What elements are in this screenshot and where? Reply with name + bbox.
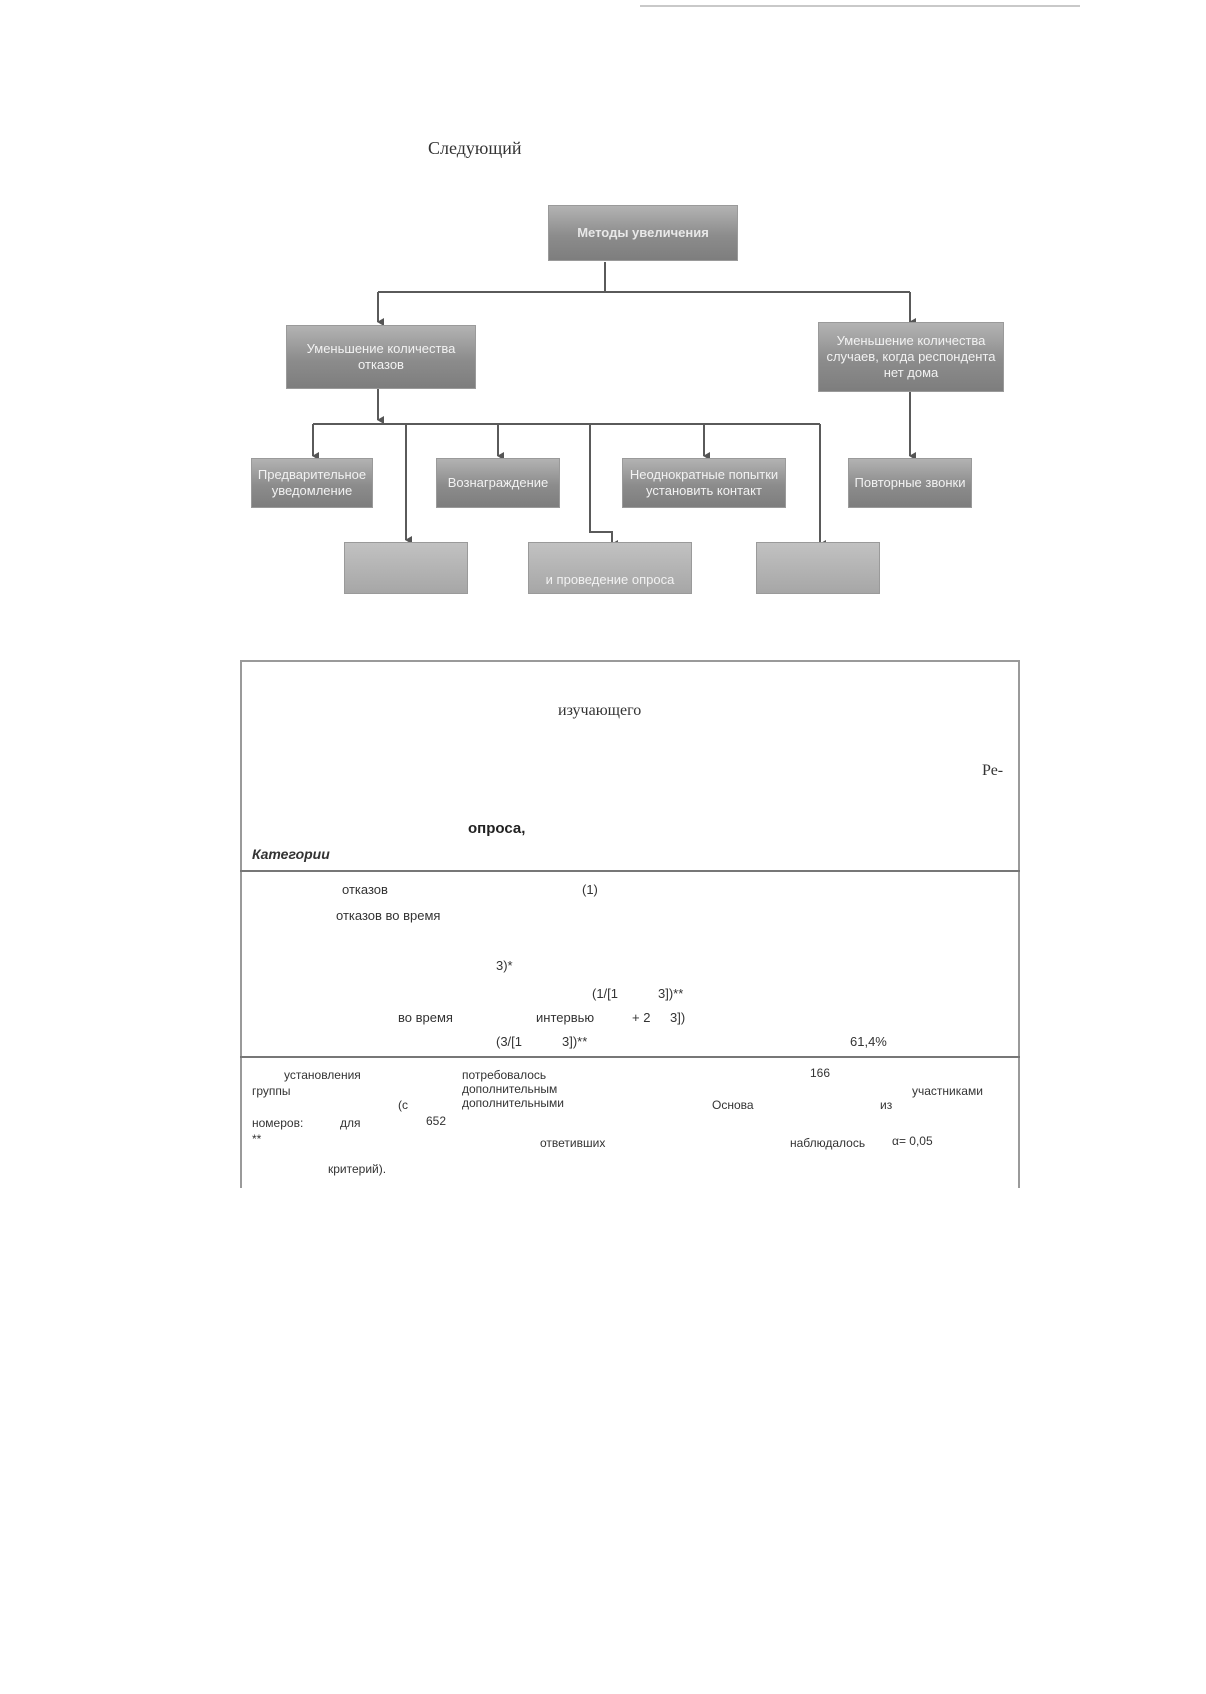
box-row2-left bbox=[344, 542, 468, 594]
note-text-9: Основа bbox=[712, 1098, 754, 1112]
label-repeated-attempts: Неоднократные попытки установить контакт bbox=[629, 467, 779, 498]
label-repeat-calls: Повторные звонки bbox=[854, 475, 966, 490]
note-text-2: потребовалось bbox=[462, 1068, 547, 1082]
root-box: Методы увеличения bbox=[548, 205, 738, 261]
box-reward: Вознаграждение bbox=[436, 458, 560, 508]
top-rule bbox=[640, 5, 1080, 7]
right-branch-box: Уменьшение количества случаев, когда рес… bbox=[818, 322, 1004, 392]
body-text-5: (1/[1 bbox=[592, 986, 619, 1001]
body-text-12: 3])** bbox=[562, 1034, 588, 1049]
right-branch-label: Уменьшение количества случаев, когда рес… bbox=[826, 333, 996, 380]
box-row2-middle: и проведение опроса bbox=[528, 542, 692, 594]
left-branch-label: Уменьшение количества отказов bbox=[306, 341, 456, 372]
note-text-18: критерий). bbox=[328, 1162, 387, 1176]
note-text-6: участниками bbox=[912, 1084, 983, 1098]
label-row2-middle: и проведение опроса bbox=[545, 572, 675, 587]
note-text-5: дополнительным bbox=[462, 1082, 558, 1096]
box-row2-right bbox=[756, 542, 880, 594]
note-text-17: α= 0,05 bbox=[892, 1134, 933, 1148]
note-text-4: группы bbox=[252, 1084, 291, 1098]
heading-fragment: Следующий bbox=[428, 138, 522, 158]
note-text-13: 652 bbox=[426, 1114, 447, 1128]
header-word-2: Ре- bbox=[982, 762, 1004, 779]
table-header-rule bbox=[240, 870, 1020, 872]
note-text-15: ответивших bbox=[540, 1136, 606, 1150]
note-text-16: наблюдалось bbox=[790, 1136, 866, 1150]
note-text-10: из bbox=[880, 1098, 893, 1112]
body-text-2: (1) bbox=[582, 882, 598, 897]
data-table: изучающего Ре- опроса, Категории отказов… bbox=[240, 660, 1020, 1190]
note-text-12: для bbox=[340, 1116, 361, 1130]
diagram-connectors bbox=[312, 262, 916, 548]
body-text-1: отказов bbox=[342, 882, 388, 897]
box-repeated-attempts: Неоднократные попытки установить контакт bbox=[622, 458, 786, 508]
table-notes-rule bbox=[240, 1056, 1020, 1058]
body-text-6: 3])** bbox=[658, 986, 684, 1001]
body-text-10: 3]) bbox=[670, 1010, 686, 1025]
left-branch-box: Уменьшение количества отказов bbox=[286, 325, 476, 389]
header-word-1: изучающего bbox=[558, 702, 642, 719]
root-label: Методы увеличения bbox=[577, 225, 709, 240]
label-prior-notice: Предварительное уведомление bbox=[257, 467, 367, 498]
note-text-14: ** bbox=[252, 1132, 262, 1146]
note-text-3: 166 bbox=[810, 1066, 831, 1080]
methods-diagram: Методы увеличения Уменьшение количества … bbox=[0, 0, 1206, 640]
body-text-3: отказов во время bbox=[336, 908, 441, 923]
note-text-11: номеров: bbox=[252, 1116, 304, 1130]
box-prior-notice: Предварительное уведомление bbox=[251, 458, 373, 508]
box-repeat-calls: Повторные звонки bbox=[848, 458, 972, 508]
body-text-11: (3/[1 bbox=[496, 1034, 523, 1049]
note-text-1: установления bbox=[284, 1068, 361, 1082]
table-top-border bbox=[240, 660, 1020, 662]
header-categories: Категории bbox=[252, 846, 330, 862]
note-text-8: дополнительными bbox=[462, 1096, 565, 1110]
table-left-border bbox=[240, 660, 242, 1188]
body-text-4: 3)* bbox=[496, 958, 513, 973]
header-word-3: опроса, bbox=[468, 820, 526, 837]
label-reward: Вознаграждение bbox=[447, 475, 549, 490]
table-right-border bbox=[1018, 660, 1020, 1188]
note-text-7: (с bbox=[398, 1098, 408, 1112]
body-text-13: 61,4% bbox=[850, 1034, 887, 1049]
body-text-7: во время bbox=[398, 1010, 453, 1025]
body-text-9: + 2 bbox=[632, 1010, 651, 1025]
body-text-8: интервью bbox=[536, 1010, 595, 1025]
